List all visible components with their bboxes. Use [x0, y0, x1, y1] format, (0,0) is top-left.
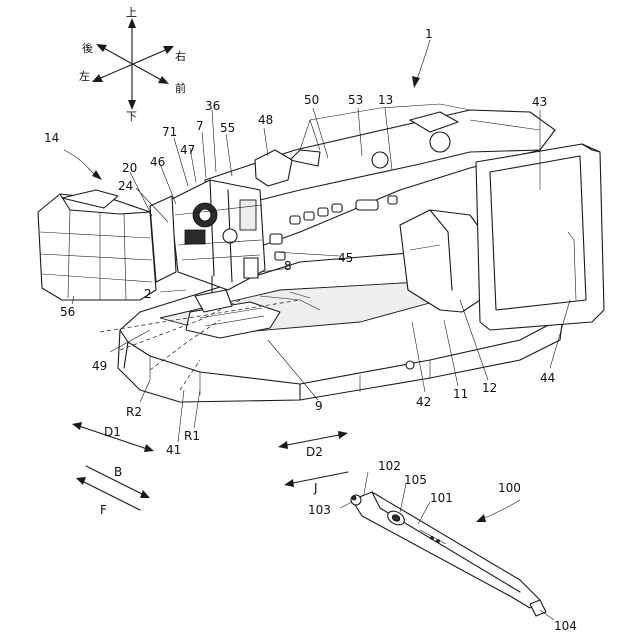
ref-8: 8	[284, 259, 292, 273]
ref-50: 50	[304, 93, 319, 107]
ref-71: 71	[162, 125, 177, 139]
compass-up-label: 上	[126, 6, 137, 19]
ref-36: 36	[205, 99, 220, 113]
ref-12: 12	[482, 381, 497, 395]
compass-down-label: 下	[126, 110, 137, 123]
ref-20: 20	[122, 161, 137, 175]
dir-F: F	[100, 503, 107, 517]
ref-103: 103	[308, 503, 331, 517]
ref-53: 53	[348, 93, 363, 107]
ref-55: 55	[220, 121, 235, 135]
face-cover-56	[38, 190, 156, 300]
dir-D2: D2	[306, 445, 323, 459]
ref-R2: R2	[126, 405, 142, 419]
ref-102: 102	[378, 459, 401, 473]
ref-48: 48	[258, 113, 273, 127]
ref-43: 43	[532, 95, 547, 109]
ref-2: 2	[144, 287, 152, 301]
ref-47: 47	[180, 143, 195, 157]
front-button	[332, 204, 342, 212]
front-button	[290, 216, 300, 224]
ref-44: 44	[540, 371, 555, 385]
front-button	[304, 212, 314, 220]
pen-device-100	[351, 492, 546, 616]
ref-104: 104	[554, 619, 577, 633]
ref-24: 24	[118, 179, 133, 193]
ref-46: 46	[150, 155, 165, 169]
ref-7: 7	[196, 119, 204, 133]
ref-101: 101	[430, 491, 453, 505]
dir-B: B	[114, 465, 122, 479]
direction-compass	[92, 18, 174, 110]
ref-11: 11	[453, 387, 468, 401]
front-button	[318, 208, 328, 216]
ref-14: 14	[44, 131, 59, 145]
ref-42: 42	[416, 395, 431, 409]
ref-45: 45	[338, 251, 353, 265]
ref-56: 56	[60, 305, 75, 319]
dir-D1: D1	[104, 425, 121, 439]
compass-left-label: 左	[79, 70, 90, 83]
ref-49: 49	[92, 359, 107, 373]
speed-slider	[356, 200, 378, 210]
ref-105: 105	[404, 473, 427, 487]
front-button	[388, 196, 397, 204]
ref-13: 13	[378, 93, 393, 107]
front-button	[270, 234, 282, 244]
ref-41: 41	[166, 443, 181, 457]
compass-right-label: 右	[175, 49, 186, 63]
ref-9: 9	[315, 399, 323, 413]
bed-screw-icon	[406, 361, 414, 369]
ref-R1: R1	[184, 429, 200, 443]
compass-front-label: 前	[175, 81, 186, 95]
ref-100: 100	[498, 481, 521, 495]
dir-J: J	[313, 481, 318, 495]
compass-back-label: 後	[82, 41, 93, 55]
ref-1: 1	[425, 27, 433, 41]
